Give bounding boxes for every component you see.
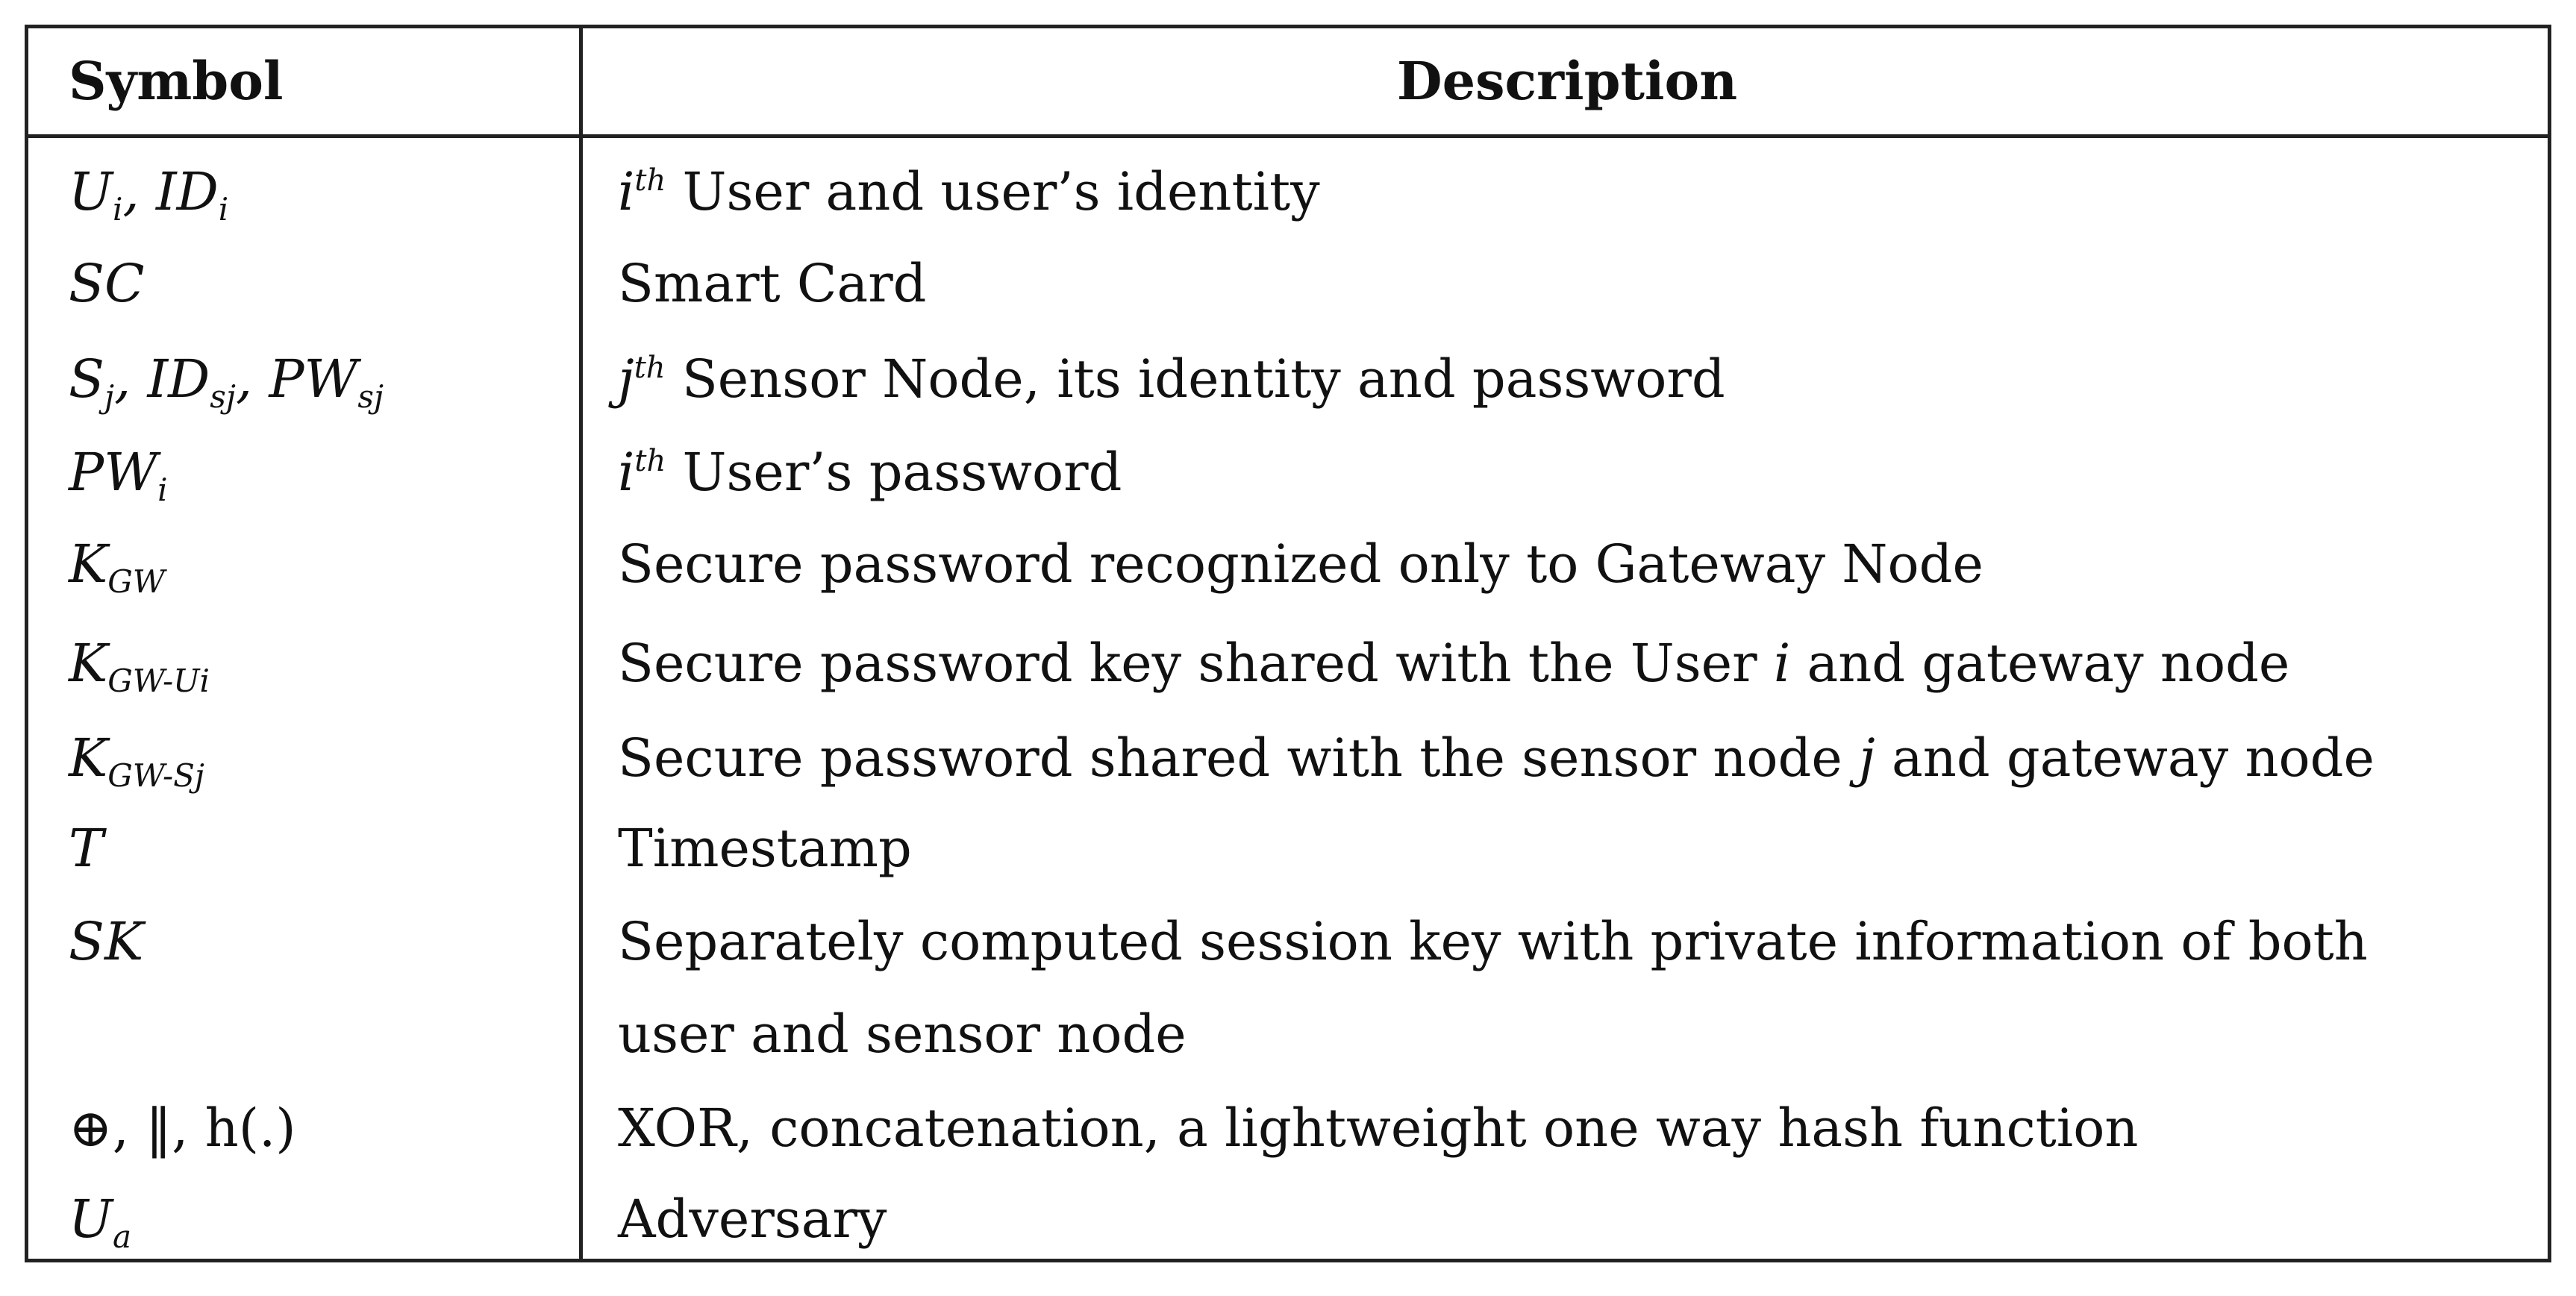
symbol-cell: Ui, IDi: [69, 161, 229, 228]
symbol-column-header: Symbol: [69, 50, 284, 112]
table-header: Symbol Description: [28, 28, 2548, 138]
symbol-cell: SC: [69, 253, 145, 314]
description-cell: XOR, concatenation, a lightweight one wa…: [618, 1098, 2139, 1159]
description-cell: ith User and user’s identity: [618, 161, 1320, 222]
description-cell: Secure password shared with the sensor n…: [618, 727, 2375, 789]
symbol-cell: KGW-Sj: [69, 727, 204, 794]
description-cell: Timestamp: [618, 818, 912, 879]
symbol-cell: ⊕, ‖, h(.): [69, 1098, 296, 1159]
description-cell: ith User’s password: [618, 442, 1122, 503]
notation-table: Symbol Description Ui, IDi ith User and …: [25, 25, 2551, 1262]
description-cell: jth Sensor Node, its identity and passwo…: [618, 348, 1725, 410]
description-cell: Secure password key shared with the User…: [618, 633, 2290, 694]
column-divider: [579, 28, 583, 1259]
description-cell: Secure password recognized only to Gatew…: [618, 533, 1983, 595]
symbol-cell: SK: [69, 911, 144, 972]
symbol-cell: T: [69, 818, 104, 879]
description-cell-line-1: Separately computed session key with pri…: [618, 911, 2368, 972]
description-cell-line-2: user and sensor node: [618, 1004, 1187, 1065]
symbol-cell: PWi: [69, 442, 168, 508]
symbol-cell: KGW: [69, 533, 166, 600]
symbol-cell: Sj, IDsj, PWsj: [69, 348, 384, 415]
symbol-cell: Ua: [69, 1189, 132, 1255]
symbol-cell: KGW-Ui: [69, 633, 210, 699]
description-column-header: Description: [1396, 50, 1738, 112]
description-cell: Adversary: [618, 1189, 887, 1250]
description-cell: Smart Card: [618, 253, 927, 314]
